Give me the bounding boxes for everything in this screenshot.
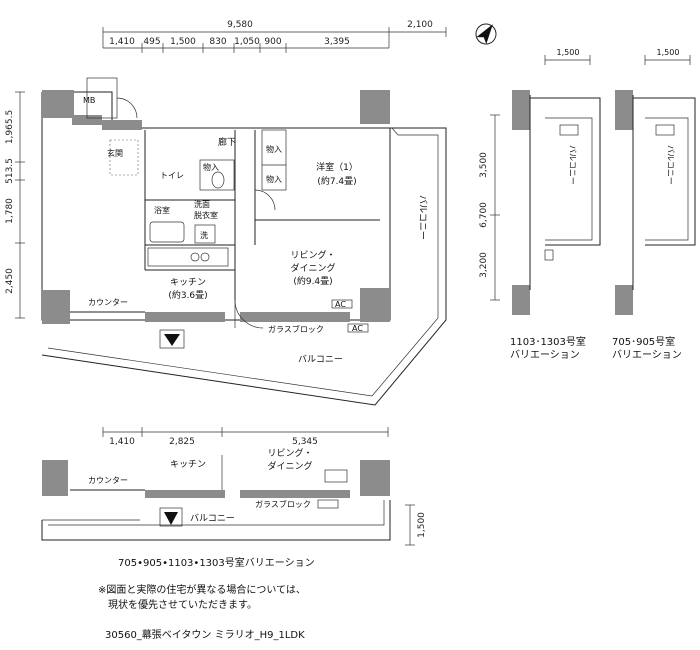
var-b-width-dim: 1,500 bbox=[657, 48, 680, 57]
label-washroom: 洗面 bbox=[194, 199, 210, 209]
label-storage-2: 物入 bbox=[266, 174, 282, 184]
var-c-dim-2: 2,825 bbox=[169, 437, 195, 447]
label-living: リビング・ bbox=[290, 249, 335, 261]
var-a-dim-2: 6,700 bbox=[479, 202, 489, 228]
dim-seg-3: 1,500 bbox=[170, 37, 196, 47]
note-line-2: 現状を優先させていただきます。 bbox=[108, 598, 257, 611]
var-c-balcony: バルコニー bbox=[190, 513, 235, 524]
dim-seg-7: 3,395 bbox=[324, 37, 350, 47]
var-b-caption-2: バリエーション bbox=[612, 349, 682, 361]
label-bath: 浴室 bbox=[154, 205, 170, 215]
left-dimension-lines bbox=[15, 91, 25, 319]
label-mb: MB bbox=[83, 96, 95, 105]
dim-left-2: 513.5 bbox=[5, 158, 15, 184]
var-c-dim-1: 1,410 bbox=[109, 437, 135, 447]
label-kitchen-size: (約3.6畳) bbox=[168, 289, 207, 301]
var-c-caption: 705•905•1103•1303号室バリエーション bbox=[118, 556, 315, 569]
dim-left-1: 1,965.5 bbox=[5, 110, 15, 144]
var-c-dining: ダイニング bbox=[267, 460, 312, 472]
dim-left-4: 2,450 bbox=[5, 268, 15, 294]
dim-overall: 9,580 bbox=[227, 20, 253, 30]
label-storage-3: 物入 bbox=[203, 162, 219, 172]
dim-seg-5: 1,050 bbox=[234, 37, 260, 47]
variation-a-drawing bbox=[490, 55, 601, 315]
var-a-dim-1: 3,500 bbox=[479, 152, 489, 178]
dim-seg-1: 1,410 bbox=[109, 37, 135, 47]
var-c-living: リビング・ bbox=[267, 447, 312, 459]
label-kitchen: キッチン bbox=[170, 277, 206, 288]
label-dressing: 脱衣室 bbox=[194, 210, 218, 220]
label-storage-1: 物入 bbox=[266, 144, 282, 154]
label-counter: カウンター bbox=[88, 298, 128, 307]
dim-left-3: 1,780 bbox=[5, 198, 15, 224]
label-balcony-side: バルコニー bbox=[417, 195, 428, 240]
north-arrow-icon bbox=[475, 23, 497, 45]
label-balcony-main: バルコニー bbox=[298, 354, 343, 365]
label-western-size: (約7.4畳) bbox=[317, 175, 356, 187]
var-c-counter: カウンター bbox=[88, 476, 128, 485]
var-a-dim-3: 3,200 bbox=[479, 252, 489, 278]
dim-seg-2: 495 bbox=[143, 37, 160, 47]
downstairs-triangle-icon bbox=[164, 334, 180, 346]
label-glass-block: ガラスブロック bbox=[268, 324, 324, 334]
var-a-caption-2: バリエーション bbox=[510, 349, 580, 361]
var-a-width-dim: 1,500 bbox=[557, 48, 580, 57]
var-b-balcony: バルコニー bbox=[666, 145, 675, 185]
var-b-caption-1: 705･905号室 bbox=[612, 335, 675, 348]
label-toilet: トイレ bbox=[160, 171, 184, 180]
variation-b-drawing bbox=[615, 55, 696, 315]
label-hall: 廊下 bbox=[218, 136, 236, 148]
var-c-glass-block: ガラスブロック bbox=[255, 499, 311, 509]
label-living-size: (約9.4畳) bbox=[293, 275, 332, 287]
var-c-kitchen: キッチン bbox=[170, 459, 206, 470]
label-ac-2: AC bbox=[352, 324, 363, 333]
downstairs-triangle-c-icon bbox=[164, 512, 178, 525]
dim-seg-6: 900 bbox=[264, 37, 281, 47]
label-washer: 洗 bbox=[200, 230, 208, 240]
note-line-1: ※図面と実際の住宅が異なる場合については、 bbox=[98, 583, 306, 596]
main-plan-walls bbox=[41, 77, 391, 349]
var-c-right-dim: 1,500 bbox=[417, 512, 427, 538]
top-dimension-lines bbox=[102, 27, 447, 53]
main-balcony-outline bbox=[41, 127, 447, 406]
label-western: 洋室（1） bbox=[316, 161, 358, 173]
var-a-balcony: バルコニー bbox=[568, 145, 577, 185]
var-c-dim-3: 5,345 bbox=[292, 437, 318, 447]
label-ac-1: AC bbox=[335, 300, 346, 309]
label-dining: ダイニング bbox=[290, 262, 335, 274]
label-entrance: 玄関 bbox=[107, 148, 123, 158]
footer-label: 30560_幕張ベイタウン ミラリオ_H9_1LDK bbox=[105, 628, 305, 641]
dim-seg-4: 830 bbox=[209, 37, 226, 47]
dim-balcony: 2,100 bbox=[407, 20, 433, 30]
variation-c-drawing bbox=[41, 427, 415, 546]
var-a-caption-1: 1103･1303号室 bbox=[510, 335, 586, 348]
